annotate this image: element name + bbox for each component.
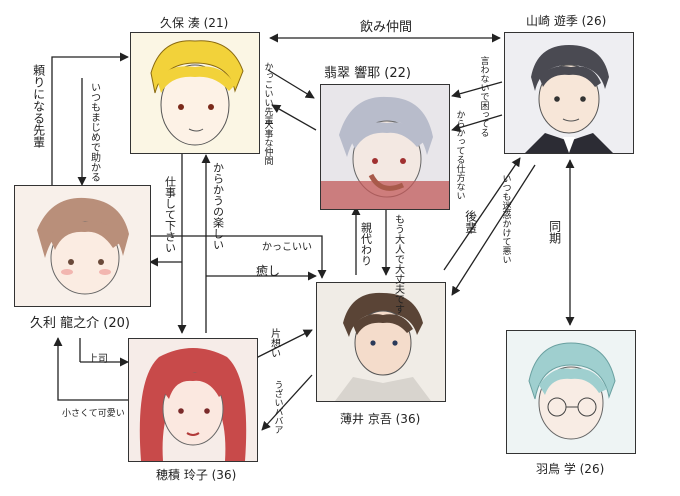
portrait-kubo bbox=[130, 32, 260, 154]
portrait-hatori bbox=[506, 330, 636, 454]
name-hatori: 羽鳥 学 (26) bbox=[536, 460, 604, 477]
label-junior: 後輩 bbox=[464, 210, 477, 234]
arrow-usui-hozumi bbox=[262, 375, 312, 430]
label-reliable-senior: 頼りになる先輩 bbox=[32, 64, 45, 148]
arrow-hozumi-usui-2 bbox=[256, 330, 312, 358]
label-cool-senior: かっこいい先輩 bbox=[262, 62, 271, 125]
name-yamazaki: 山崎 遊季 (26) bbox=[526, 12, 606, 29]
portrait-kuri bbox=[14, 185, 151, 307]
portrait-yamazaki bbox=[504, 32, 634, 154]
arrow-kubo-hisui bbox=[268, 70, 314, 98]
label-always-serious: いつもまじめで助かる bbox=[88, 82, 99, 182]
label-please-work: 仕事して下さい bbox=[164, 176, 176, 253]
label-boss: 上司 bbox=[88, 350, 108, 365]
portrait-usui bbox=[316, 282, 446, 402]
label-always-trouble: いつも迷惑かけて悪い bbox=[500, 174, 509, 264]
label-fun-to-tease-2: からかうの楽しい bbox=[212, 162, 224, 250]
label-small-cute: 小さくて可愛い bbox=[62, 406, 125, 419]
arrow-yamazaki-hisui-1 bbox=[452, 82, 502, 96]
label-cool: かっこいい bbox=[262, 238, 312, 253]
label-drinking: 飲み仲間 bbox=[360, 16, 412, 35]
arrow-hozumi-kuri bbox=[58, 338, 128, 400]
name-hisui: 翡翠 響耶 (22) bbox=[324, 62, 411, 81]
label-adult-already: もう大人で大丈夫です bbox=[392, 214, 403, 314]
name-hozumi: 穂積 玲子 (36) bbox=[156, 466, 236, 483]
name-kuri: 久利 龍之介 (20) bbox=[30, 312, 130, 331]
label-one-sided: 片想い bbox=[268, 328, 279, 358]
label-guardian: 親代わり bbox=[360, 222, 372, 266]
label-annoying: うざいババア bbox=[272, 380, 281, 434]
label-fun-to-tease: からかってる仕方ない bbox=[454, 110, 463, 200]
name-usui: 薄井 京吾 (36) bbox=[340, 410, 420, 427]
label-important-person: 大事な仲間 bbox=[262, 120, 271, 165]
arrow-hisui-kubo bbox=[272, 105, 316, 130]
portrait-hisui bbox=[320, 84, 450, 210]
label-same-year: 同期 bbox=[548, 220, 561, 244]
label-doesnt-say: 言わないで困ってる bbox=[478, 56, 487, 137]
portrait-hozumi bbox=[128, 338, 258, 462]
name-kubo: 久保 湊 (21) bbox=[160, 14, 228, 31]
label-healing: 癒し bbox=[256, 262, 280, 279]
